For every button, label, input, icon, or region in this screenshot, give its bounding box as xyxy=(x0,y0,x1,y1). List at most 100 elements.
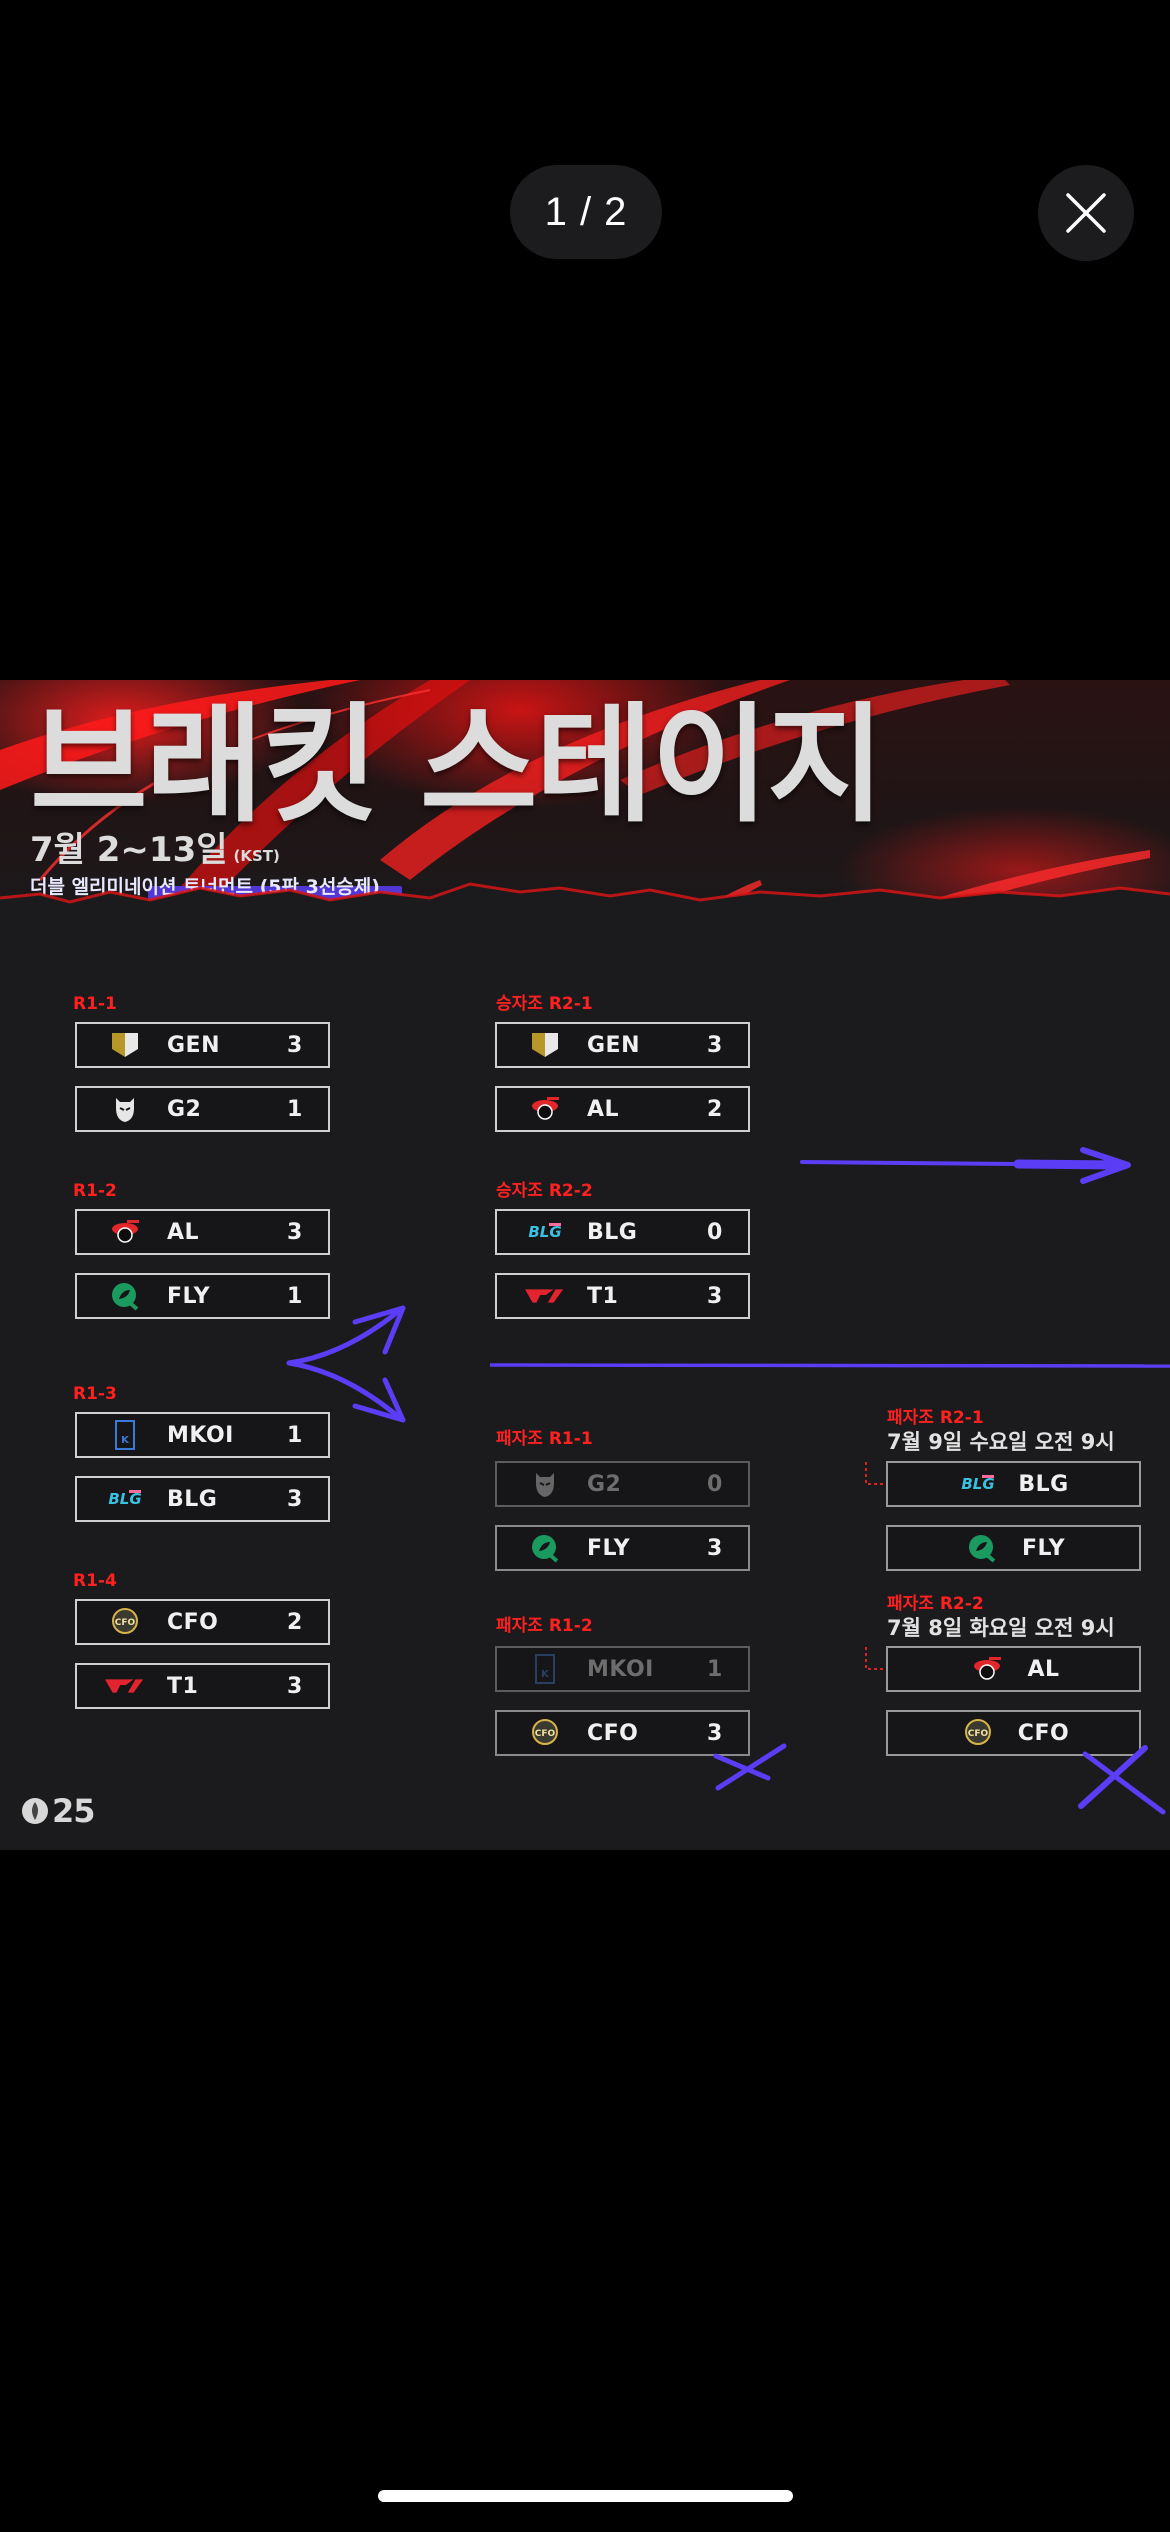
team-name: G2 xyxy=(587,1471,622,1497)
team-score: 3 xyxy=(707,1720,723,1746)
team-score: 3 xyxy=(707,1283,723,1309)
team-score: 3 xyxy=(707,1535,723,1561)
team-name: G2 xyxy=(167,1096,202,1122)
g2-logo-icon xyxy=(525,1469,565,1499)
team-row[interactable]: K MKOI 1 xyxy=(75,1412,330,1458)
team-name: FLY xyxy=(587,1535,631,1561)
poster-title: 브래킷 스테이지 xyxy=(30,691,885,840)
blg-logo-icon: BLG xyxy=(525,1217,565,1247)
team-score: 3 xyxy=(287,1219,303,1245)
g2-logo-icon xyxy=(105,1094,145,1124)
match-schedule-losers-r2-2: 7월 8일 화요일 오전 9시 xyxy=(887,1616,1115,1640)
fly-logo-icon xyxy=(105,1281,145,1311)
team-name: AL xyxy=(587,1096,620,1122)
team-score: 1 xyxy=(287,1422,303,1448)
mkoi-logo-icon: K xyxy=(525,1654,565,1684)
team-name: CFO xyxy=(167,1609,219,1635)
torn-edge-decoration xyxy=(0,882,1170,940)
team-row-eliminated[interactable]: K MKOI 1 xyxy=(495,1646,750,1692)
svg-text:BLG: BLG xyxy=(108,1490,141,1508)
team-row[interactable]: CFO CFO xyxy=(886,1710,1141,1756)
svg-text:K: K xyxy=(121,1435,130,1446)
close-button[interactable] xyxy=(1038,165,1134,261)
home-indicator[interactable] xyxy=(378,2490,793,2502)
bracket-connector-dotted xyxy=(865,1647,886,1670)
svg-text:BLG: BLG xyxy=(962,1475,995,1493)
match-label-r1-2: R1-2 xyxy=(73,1181,117,1201)
team-score: 0 xyxy=(707,1219,723,1245)
match-schedule-losers-r2-1: 7월 9일 수요일 오전 9시 xyxy=(887,1430,1115,1454)
svg-text:CFO: CFO xyxy=(115,1618,136,1628)
match-label-losers-r1-1: 패자조 R1-1 xyxy=(496,1429,593,1449)
team-row[interactable]: BLG BLG 0 xyxy=(495,1209,750,1255)
team-row[interactable]: CFO CFO 2 xyxy=(75,1599,330,1645)
blg-logo-icon: BLG xyxy=(958,1469,998,1499)
svg-text:BLG: BLG xyxy=(528,1223,561,1241)
team-name: AL xyxy=(167,1219,200,1245)
team-score: 1 xyxy=(287,1096,303,1122)
cfo-logo-icon: CFO xyxy=(105,1607,145,1637)
x-mark-annotation xyxy=(713,1743,787,1791)
team-name: FLY xyxy=(1021,1535,1066,1561)
team-row-eliminated[interactable]: G2 0 xyxy=(495,1461,750,1507)
team-row[interactable]: FLY 3 xyxy=(495,1525,750,1571)
team-row[interactable]: AL xyxy=(886,1646,1141,1692)
team-name: T1 xyxy=(587,1283,619,1309)
svg-text:CFO: CFO xyxy=(535,1729,556,1739)
team-name: FLY xyxy=(167,1283,211,1309)
team-score: 3 xyxy=(287,1032,303,1058)
match-label-losers-r1-2: 패자조 R1-2 xyxy=(496,1616,593,1636)
fly-logo-icon xyxy=(525,1533,565,1563)
team-score: 3 xyxy=(707,1032,723,1058)
team-row[interactable]: BLG BLG 3 xyxy=(75,1476,330,1522)
team-row[interactable]: BLG BLG xyxy=(886,1461,1141,1507)
team-row[interactable]: T1 3 xyxy=(75,1663,330,1709)
date-range: 7월 2~13일 xyxy=(30,830,228,870)
msi-emblem-icon xyxy=(22,1798,48,1824)
gen-logo-icon xyxy=(525,1030,565,1060)
team-name: GEN xyxy=(587,1032,640,1058)
x-mark-annotation xyxy=(1078,1745,1166,1815)
team-row[interactable]: FLY xyxy=(886,1525,1141,1571)
al-logo-icon xyxy=(525,1094,565,1124)
team-name: CFO xyxy=(1017,1720,1070,1746)
msi-25-logo: 25 xyxy=(20,1792,96,1830)
team-row[interactable]: T1 3 xyxy=(495,1273,750,1319)
match-label-winners-r2-2: 승자조 R2-2 xyxy=(496,1181,593,1201)
cfo-logo-icon: CFO xyxy=(958,1718,998,1748)
msi-year: 25 xyxy=(52,1792,96,1830)
divider-line-annotation xyxy=(489,1363,1170,1368)
team-row[interactable]: GEN 3 xyxy=(495,1022,750,1068)
team-row[interactable]: GEN 3 xyxy=(75,1022,330,1068)
poster-dates: 7월 2~13일 (KST) xyxy=(30,833,280,867)
match-label-r1-3: R1-3 xyxy=(73,1384,117,1404)
team-row[interactable]: FLY 1 xyxy=(75,1273,330,1319)
gen-logo-icon xyxy=(105,1030,145,1060)
team-name: BLG xyxy=(167,1486,218,1512)
match-label-winners-r2-1: 승자조 R2-1 xyxy=(496,994,593,1014)
team-score: 0 xyxy=(707,1471,723,1497)
team-name: T1 xyxy=(167,1673,199,1699)
team-name: BLG xyxy=(587,1219,638,1245)
match-label-losers-r2-1: 패자조 R2-1 xyxy=(887,1408,984,1428)
match-label-losers-r2-2: 패자조 R2-2 xyxy=(887,1594,984,1614)
bracket-poster-image[interactable]: 브래킷 스테이지 7월 2~13일(KST) 더블 엘리미네이션 토너먼트 (5… xyxy=(0,680,1170,1850)
team-score: 3 xyxy=(287,1486,303,1512)
match-label-r1-1: R1-1 xyxy=(73,994,117,1014)
team-row[interactable]: CFO CFO 3 xyxy=(495,1710,750,1756)
team-name: GEN xyxy=(167,1032,220,1058)
t1-logo-icon xyxy=(105,1671,145,1701)
team-row[interactable]: AL 2 xyxy=(495,1086,750,1132)
team-score: 1 xyxy=(287,1283,303,1309)
title-banner: 브래킷 스테이지 7월 2~13일(KST) 더블 엘리미네이션 토너먼트 (5… xyxy=(0,680,1170,925)
page-indicator: 1 / 2 xyxy=(510,165,662,259)
team-row[interactable]: AL 3 xyxy=(75,1209,330,1255)
timezone-label: (KST) xyxy=(233,847,280,865)
team-name: AL xyxy=(1027,1656,1060,1682)
svg-text:CFO: CFO xyxy=(968,1729,989,1739)
cfo-logo-icon: CFO xyxy=(525,1718,565,1748)
blg-logo-icon: BLG xyxy=(105,1484,145,1514)
team-score: 1 xyxy=(707,1656,723,1682)
team-row[interactable]: G2 1 xyxy=(75,1086,330,1132)
team-score: 2 xyxy=(707,1096,723,1122)
